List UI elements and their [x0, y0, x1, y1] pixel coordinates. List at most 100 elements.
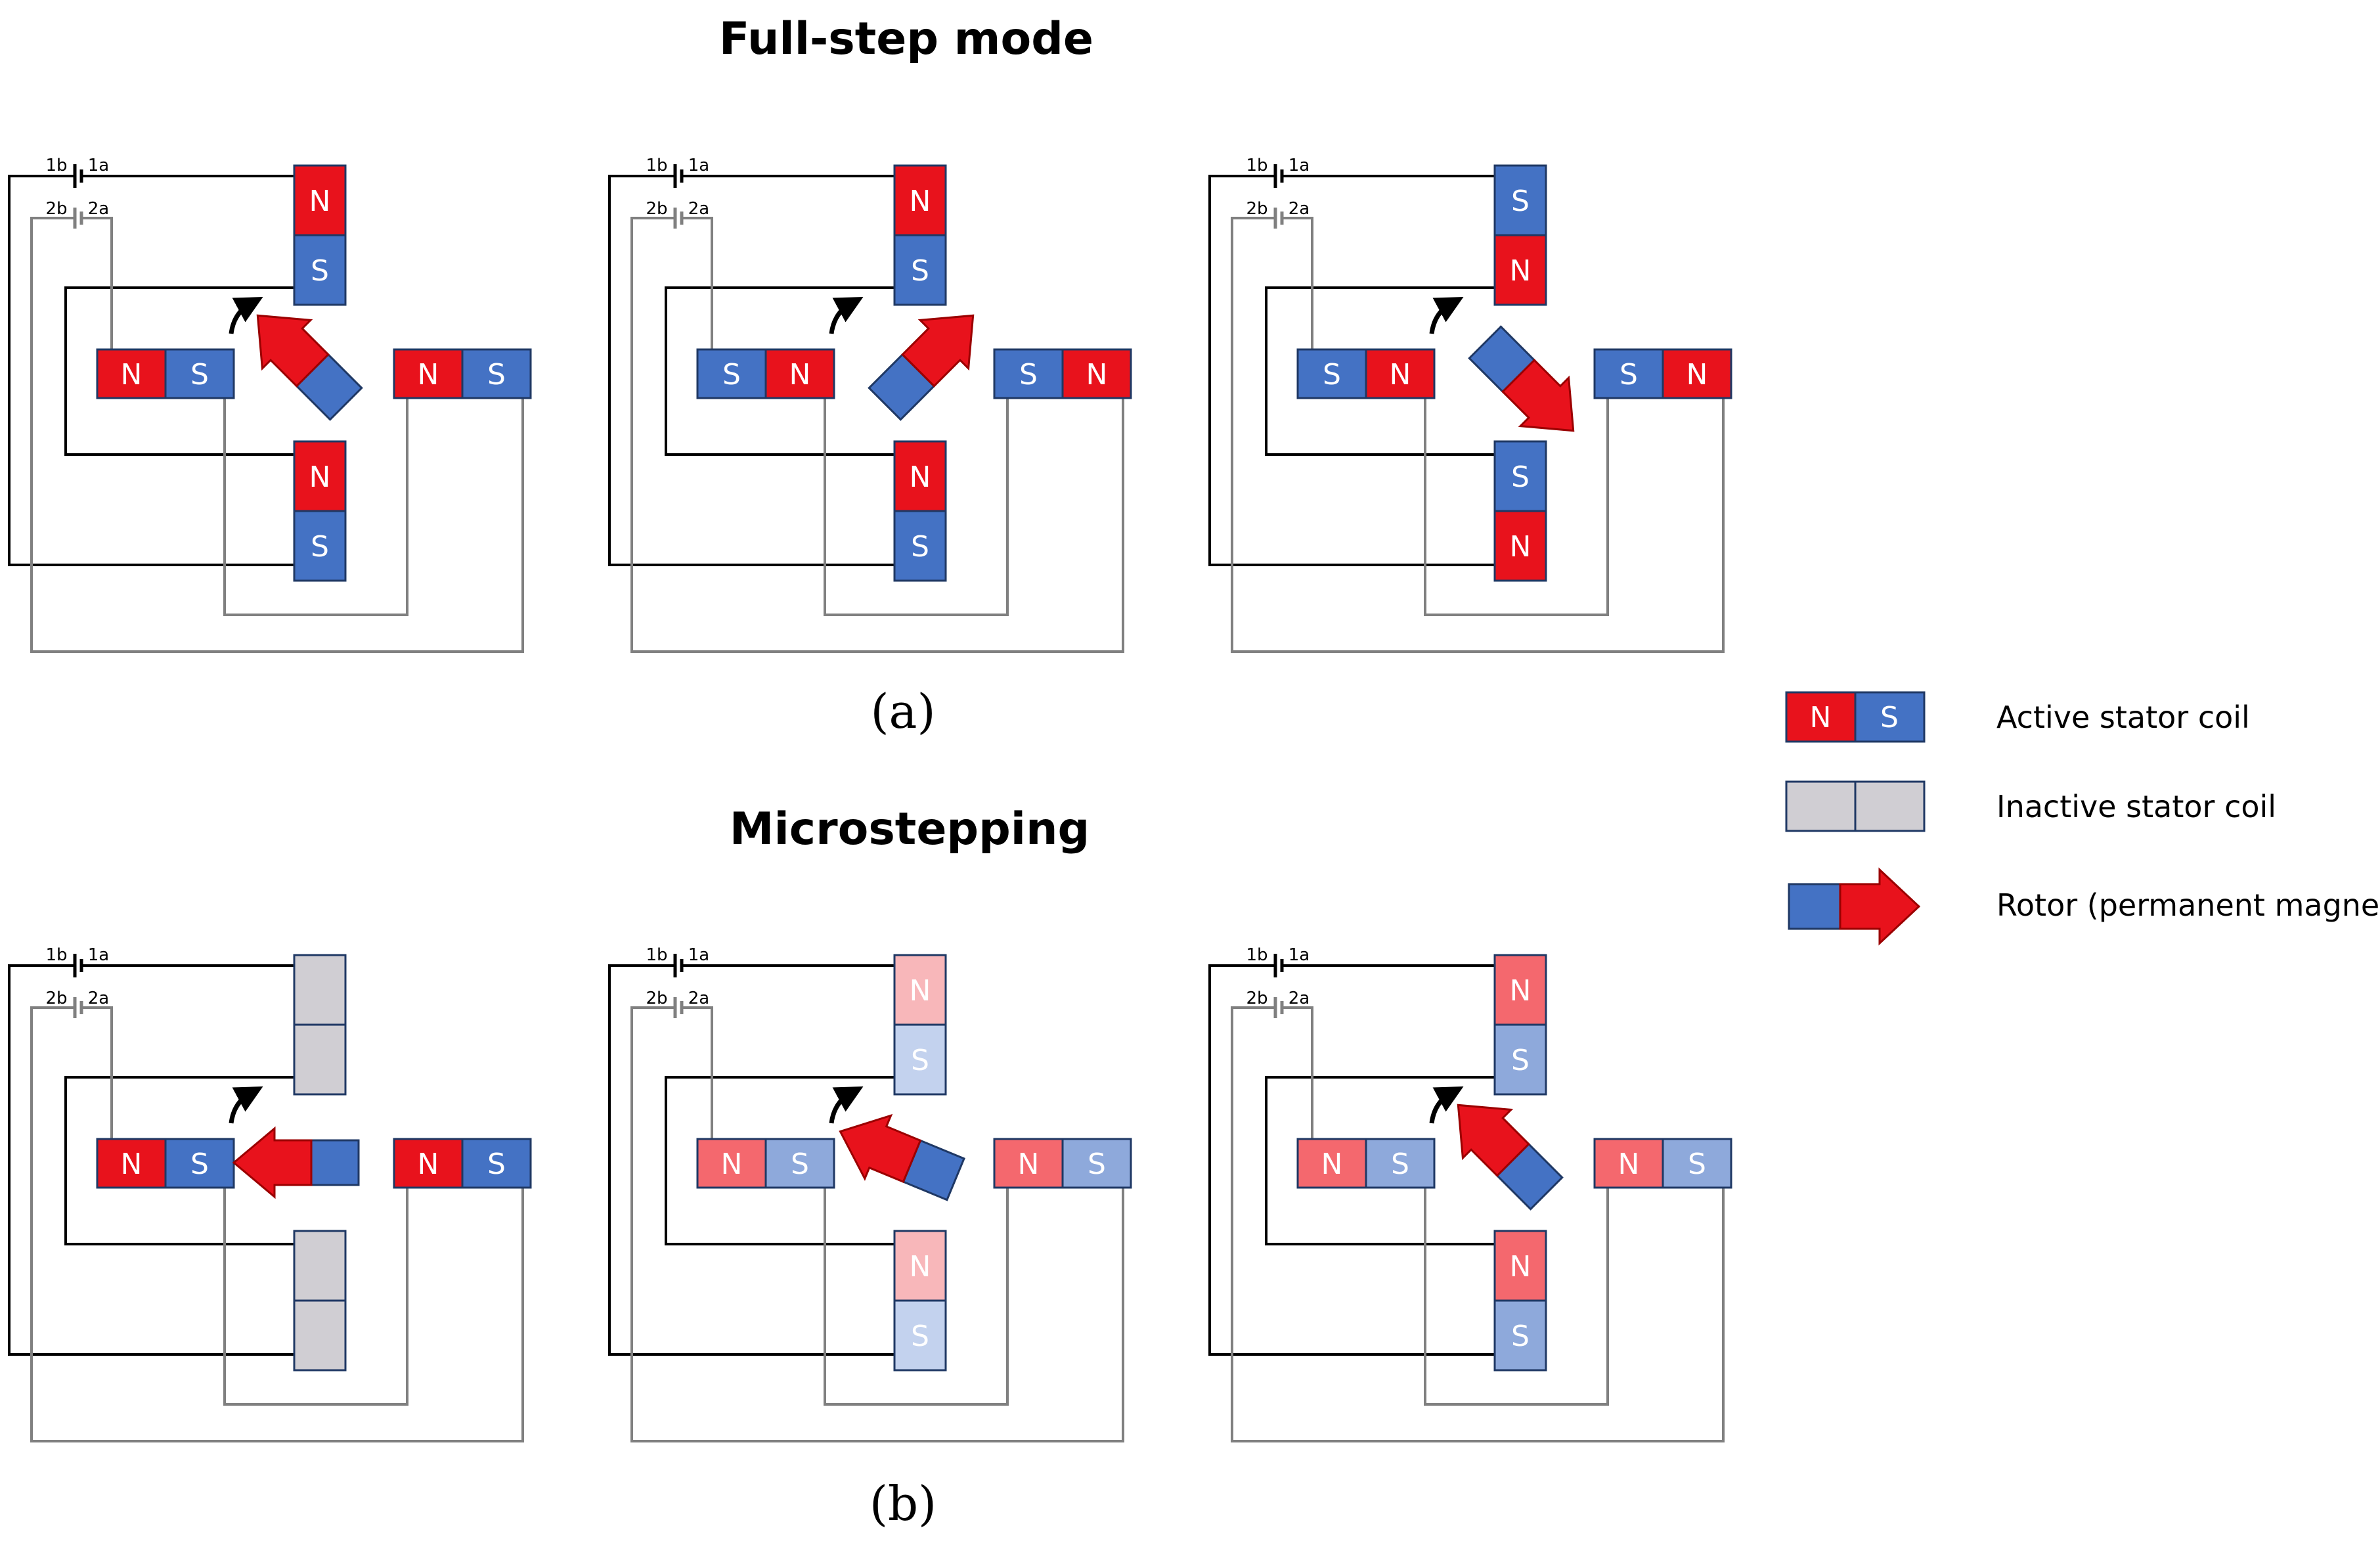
stator-top-upper: [293, 164, 347, 236]
rotation-indicator: [829, 297, 864, 334]
stator-right-first: [393, 1138, 464, 1189]
wiring: [1208, 164, 1725, 653]
stator-right-first: [993, 1138, 1064, 1189]
rotor-south: [310, 1139, 360, 1186]
stator-bottom-lower-label: S: [1511, 1320, 1530, 1353]
rotor-north-arrow: [901, 314, 975, 388]
wire-coil2-top: [1282, 1006, 1313, 1139]
stator-bottom-upper-label: N: [1510, 1250, 1532, 1284]
legend: N S Active stator coil Inactive stator c…: [1785, 691, 2380, 946]
wire-coil1-outer: [1208, 175, 1495, 566]
wire-coil2-inner: [223, 1184, 408, 1406]
stator-top-lower-label: S: [911, 254, 929, 288]
wiring: [608, 954, 1124, 1442]
stator-top-upper-label: N: [309, 185, 331, 218]
terminal-t1b: 1b: [45, 156, 67, 175]
terminal-t2b: 2b: [1246, 199, 1267, 219]
wire-coil2-outer: [1231, 1006, 1725, 1442]
stator-right-second: [461, 348, 532, 399]
stator-top-upper: [893, 164, 947, 236]
stator-top-lower-label: N: [1510, 254, 1532, 288]
stator-left-first-label: S: [722, 358, 741, 391]
stator-top-upper: [1493, 164, 1547, 236]
stator-right-second-label: S: [487, 1148, 506, 1181]
wire-coil1-inner: [1265, 286, 1495, 456]
wire-coil1-inner: [665, 1076, 894, 1245]
terminal-t1a: 1a: [688, 156, 709, 175]
wire-coil1-outer: [8, 175, 294, 566]
stator-top-lower: [893, 1023, 947, 1096]
terminal-t2b: 2b: [45, 199, 67, 219]
stator-left-first-label: N: [121, 358, 143, 391]
wire-coil2-outer: [630, 217, 1124, 653]
terminal-t2a: 2a: [688, 199, 709, 219]
stator-right-first-label: N: [418, 358, 439, 391]
stator-top-upper-label: N: [910, 974, 931, 1008]
wire-coil1-outer: [1208, 964, 1495, 1356]
terminal-t1b: 1b: [45, 945, 67, 965]
wire-coil2-inner: [824, 394, 1009, 616]
stator-top-lower-label: S: [311, 254, 329, 288]
stator-left-first-label: N: [121, 1148, 143, 1181]
stator-bottom-lower: [893, 510, 947, 582]
terminal-t2a: 2a: [88, 199, 109, 219]
stator-right-second-label: S: [1688, 1148, 1706, 1181]
wire-coil1-inner: [1265, 1076, 1495, 1245]
stator-left-first-label: S: [1323, 358, 1341, 391]
stator-left-first: [1296, 1138, 1367, 1189]
legend-active-text: Active stator coil: [1996, 700, 2250, 735]
wiring: [608, 164, 1124, 653]
rotor-north-arrow: [256, 314, 330, 388]
legend-rotor-text: Rotor (permanent magnet): [1996, 887, 2380, 923]
stator-bottom-lower: [293, 510, 347, 582]
legend-inactive-right: [1854, 780, 1926, 832]
stator-right-first-label: N: [418, 1148, 439, 1181]
legend-active-south-label: S: [1880, 701, 1899, 734]
rotor-north-arrow: [1457, 1104, 1530, 1177]
stator-top-upper: [293, 954, 347, 1026]
rotor: [1457, 1104, 1564, 1211]
wiring: [8, 164, 524, 653]
stator-bottom-upper-label: S: [1511, 460, 1530, 494]
legend-inactive-left: [1785, 780, 1857, 832]
legend-active-south: [1854, 691, 1926, 743]
stator-left-first-label: N: [1321, 1148, 1343, 1181]
legend-inactive-text: Inactive stator coil: [1996, 789, 2276, 824]
stator-top-upper-label: N: [910, 185, 931, 218]
wire-coil2-inner: [824, 1184, 1009, 1406]
wire-coil1-inner: [665, 286, 894, 456]
terminal-t1a: 1a: [1289, 156, 1310, 175]
stator-right-first: [393, 348, 464, 399]
wire-coil1-outer: [608, 175, 894, 566]
stator-left-first: [696, 348, 767, 399]
terminal-t2a: 2a: [1289, 989, 1310, 1008]
stator-bottom-upper-label: N: [910, 460, 931, 494]
terminal-t2b: 2b: [646, 989, 667, 1008]
stator-top-upper: [893, 954, 947, 1026]
wire-coil2-inner: [1424, 394, 1609, 616]
stator-bottom-lower: [893, 1299, 947, 1372]
wire-coil2-outer: [630, 1006, 1124, 1442]
stator-left-second: [164, 1138, 235, 1189]
microstepping-title: Microstepping: [730, 803, 1090, 855]
rotor: [868, 314, 975, 421]
stator-bottom-lower-label: N: [1510, 530, 1532, 564]
terminal-t2a: 2a: [1289, 199, 1310, 219]
stator-bottom-lower: [293, 1299, 347, 1372]
legend-rotor-arrow: [1839, 867, 1921, 946]
rotor-north-arrow: [232, 1126, 313, 1199]
wire-coil2-top: [81, 1006, 113, 1139]
stator-right-second: [1061, 1138, 1132, 1189]
stator-right-second: [461, 1138, 532, 1189]
caption-a: (a): [870, 684, 935, 739]
wire-coil2-top: [682, 217, 713, 349]
stator-left-second-label: S: [190, 358, 209, 391]
wire-coil1-inner: [64, 1076, 294, 1245]
wire-coil2-top: [682, 1006, 713, 1139]
stator-bottom-upper: [1493, 1230, 1547, 1302]
rotor-north-arrow: [1501, 359, 1575, 432]
wire-coil2-inner: [1424, 1184, 1609, 1406]
stator-left-second-label: S: [791, 1148, 809, 1181]
